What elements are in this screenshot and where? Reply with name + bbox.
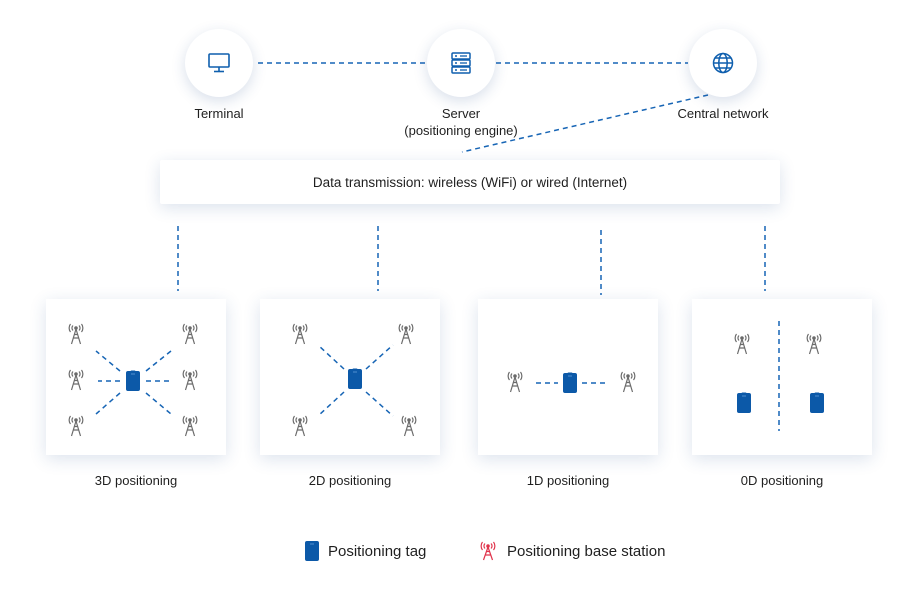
panel-2d-graphic (292, 323, 417, 437)
server-node[interactable] (427, 29, 495, 97)
positioning-tag-icon (125, 370, 141, 392)
panel-3d-label: 3D positioning (94, 473, 178, 488)
globe-icon (712, 52, 734, 74)
antenna-tower-icon (182, 369, 198, 391)
antenna-tower-icon (734, 333, 750, 355)
antenna-tower-icon (507, 371, 523, 393)
monitor-icon (208, 53, 230, 73)
antenna-tower-icon (182, 415, 198, 437)
antenna-tower-icon (398, 323, 414, 345)
panel-2d-label: 2D positioning (308, 473, 392, 488)
panel-2d-positioning[interactable] (260, 299, 440, 455)
legend-tag: Positioning tag (305, 541, 426, 561)
terminal-node[interactable] (185, 29, 253, 97)
positioning-tag-icon (736, 392, 752, 414)
data-transmission-label: Data transmission: wireless (WiFi) or wi… (312, 174, 628, 190)
antenna-tower-icon (68, 415, 84, 437)
positioning-tag-icon (305, 541, 319, 561)
legend-station: Positioning base station (478, 541, 665, 561)
central-network-label: Central network (677, 106, 769, 121)
panel-0d-label: 0D positioning (740, 473, 824, 488)
panel-3d-positioning[interactable] (46, 299, 226, 455)
antenna-tower-icon (292, 415, 308, 437)
antenna-tower-icon (620, 371, 636, 393)
antenna-tower-icon (480, 541, 496, 561)
panel-0d-graphic (734, 321, 825, 431)
panel-3d-graphic (68, 323, 198, 437)
data-transmission-bar: Data transmission: wireless (WiFi) or wi… (160, 160, 780, 204)
antenna-tower-icon (68, 323, 84, 345)
server-label: Server (positioning engine) (386, 105, 536, 139)
antenna-tower-icon (68, 369, 84, 391)
antenna-tower-icon (292, 323, 308, 345)
positioning-tag-icon (809, 392, 825, 414)
terminal-label: Terminal (194, 106, 244, 121)
panel-0d-positioning[interactable] (692, 299, 872, 455)
antenna-tower-icon (401, 415, 417, 437)
server-rack-icon (451, 52, 471, 74)
antenna-tower-icon (806, 333, 822, 355)
legend-tag-label: Positioning tag (328, 542, 427, 560)
central-network-node[interactable] (689, 29, 757, 97)
antenna-tower-icon (182, 323, 198, 345)
panel-1d-positioning[interactable] (478, 299, 658, 455)
positioning-tag-icon (562, 372, 578, 394)
server-label-line1: Server (441, 106, 481, 121)
positioning-tag-icon (347, 368, 363, 390)
panel-1d-graphic (507, 371, 636, 394)
panel-1d-label: 1D positioning (526, 473, 610, 488)
legend-station-label: Positioning base station (507, 542, 666, 560)
server-label-line2: (positioning engine) (404, 123, 518, 138)
